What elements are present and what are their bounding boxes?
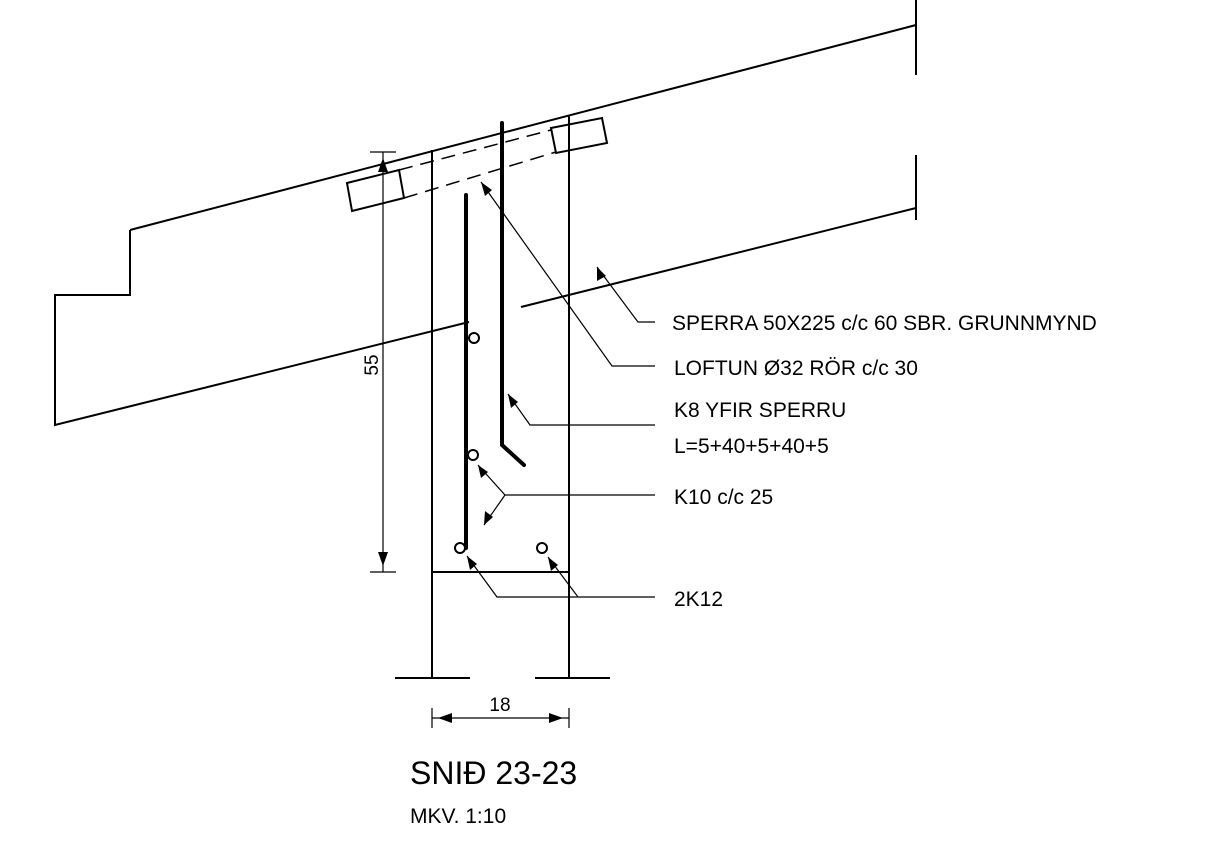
label-rafter: SPERRA 50X225 c/c 60 SBR. GRUNNMYND [672,312,1097,335]
width-dimension: 18 [431,695,570,728]
ventilation-pipe [345,116,609,213]
leader-k8 [507,393,655,426]
height-dimension: 55 [362,151,396,573]
height-dimension-value: 55 [362,354,383,375]
leader-lines [466,181,655,598]
leader-ventilation [480,181,655,367]
bar-dot [467,449,479,461]
leader-2k12 [466,555,655,598]
scale-label: MKV. 1:10 [410,805,506,828]
bar-dot [468,332,480,344]
leader-rafter [596,266,655,323]
rafter-outline [54,0,917,427]
bar-dot [454,542,466,554]
label-bar-k10: K10 c/c 25 [674,486,773,509]
reinforcement [454,121,548,554]
section-title: SNIÐ 23-23 [410,755,577,791]
label-bar-2k12: 2K12 [674,588,723,611]
bar-k8 [500,121,526,467]
bar-dot [536,542,548,554]
label-ventilation: LOFTUN Ø32 RÖR c/c 30 [674,357,918,380]
label-bar-k8: K8 YFIR SPERRU [674,399,846,422]
width-dimension-value: 18 [489,695,510,716]
label-bar-k8-length: L=5+40+5+40+5 [674,435,829,458]
leader-k10 [477,464,655,496]
